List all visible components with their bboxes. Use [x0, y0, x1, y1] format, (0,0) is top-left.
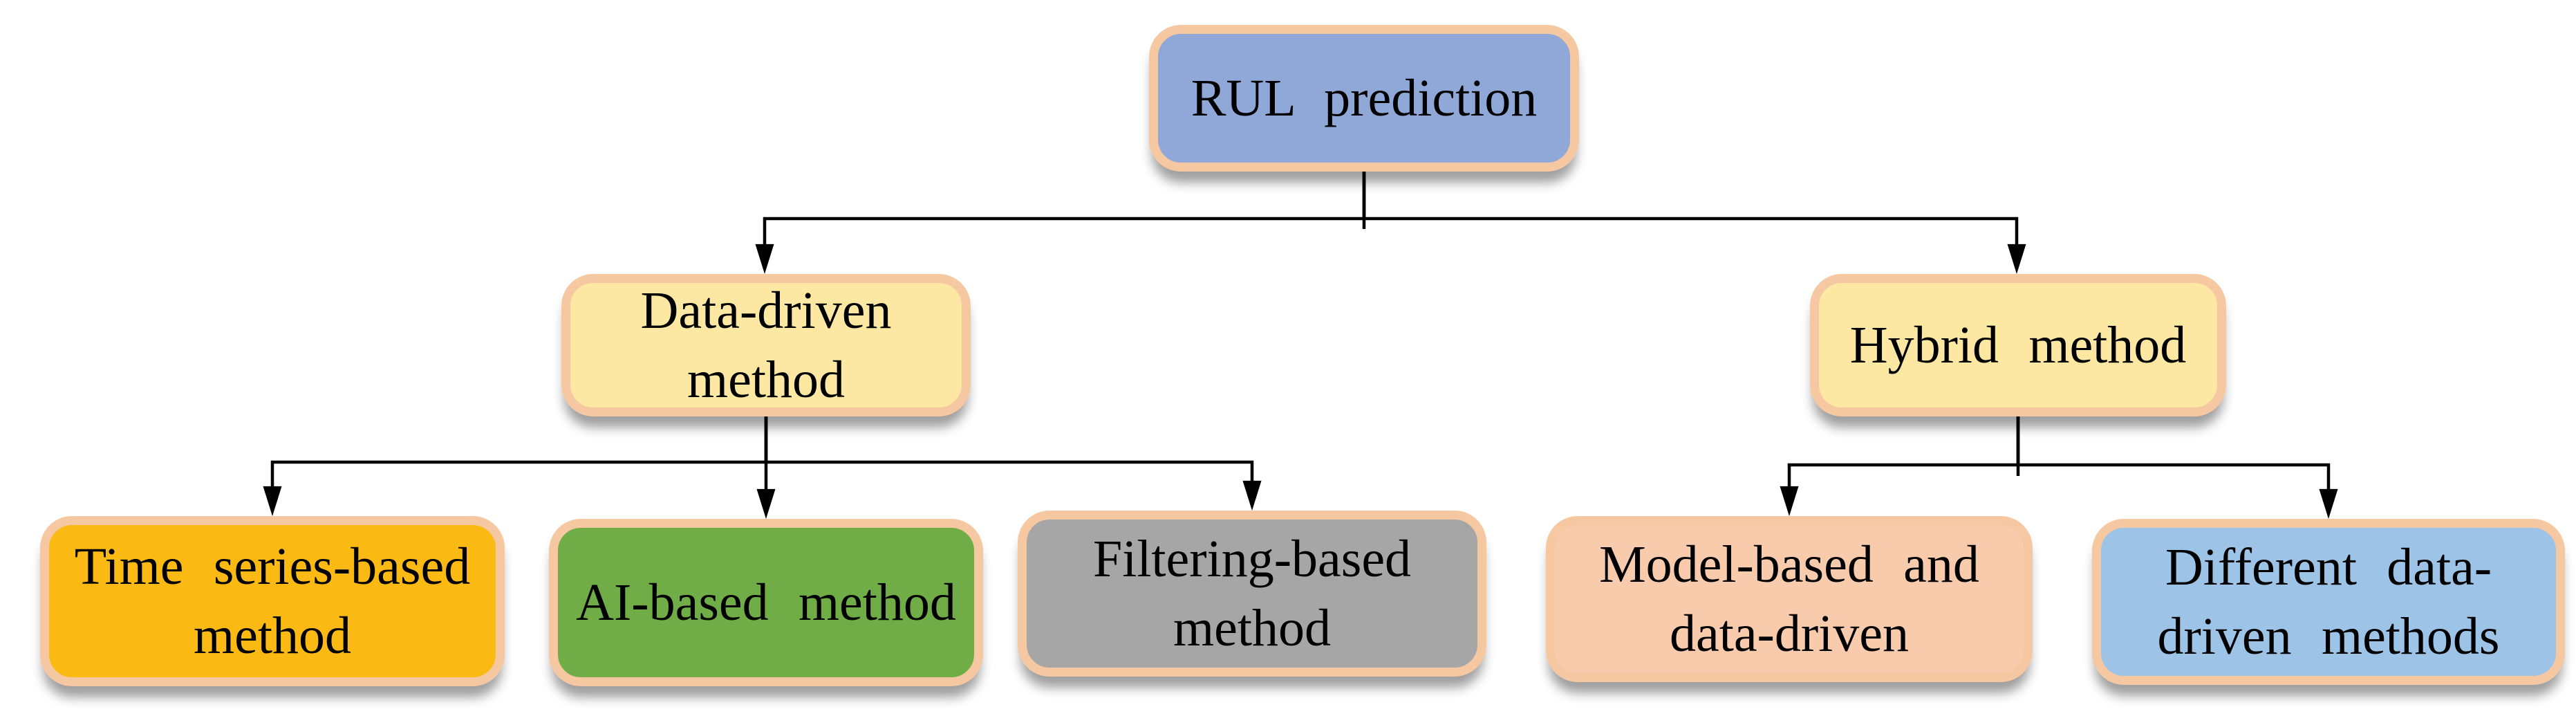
node-different-data-driven-methods: Different data- driven methods — [2092, 519, 2565, 685]
edge-rul-to-data-driven — [755, 172, 1366, 275]
node-ai-based-method: AI-based method — [549, 519, 983, 686]
edge-hybrid-to-model-based — [1780, 416, 2020, 517]
edge-rul-to-hybrid — [1362, 172, 2026, 275]
node-hybrid-method: Hybrid method — [1810, 274, 2226, 416]
node-data-driven-method: Data-driven method — [561, 274, 971, 416]
edge-data-driven-to-time-series — [263, 416, 768, 517]
node-time-series-based-method: Time series-based method — [40, 516, 505, 686]
node-model-based-and-data-driven: Model-based and data-driven — [1546, 516, 2033, 682]
node-filtering-based-method: Filtering-based method — [1018, 511, 1486, 677]
edge-hybrid-to-different-dd — [2016, 416, 2338, 520]
edge-data-driven-to-filtering — [764, 416, 1262, 511]
node-rul-prediction: RUL prediction — [1149, 25, 1579, 172]
